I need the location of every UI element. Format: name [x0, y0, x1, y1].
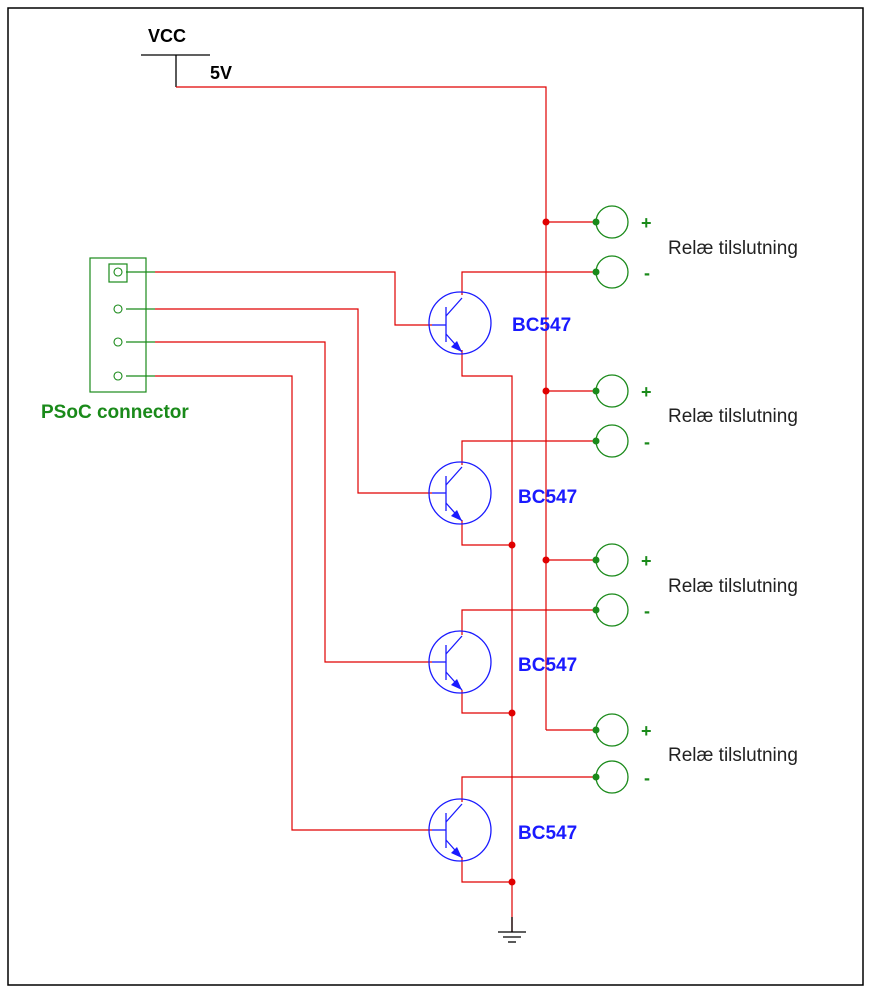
psoc-connector: PSoC connector: [41, 257, 189, 423]
relay-1-minus-label: -: [644, 263, 650, 283]
transistor-2-label: BC547: [518, 487, 577, 508]
transistor-1-label: BC547: [512, 315, 571, 336]
base-wires: [155, 271, 432, 831]
transistor-4: BC547: [428, 798, 577, 862]
relay-connection-4: + - Relæ tilslutning: [592, 713, 798, 794]
psoc-connector-label: PSoC connector: [41, 402, 189, 423]
transistor-3-label: BC547: [518, 655, 577, 676]
relay-2-minus-label: -: [644, 432, 650, 452]
vcc-supply: VCC 5V: [141, 26, 232, 87]
relay-3-minus-label: -: [644, 601, 650, 621]
relay-1-label: Relæ tilslutning: [668, 238, 798, 259]
vcc-rail: [176, 86, 596, 731]
relay-4-label: Relæ tilslutning: [668, 745, 798, 766]
relay-2-label: Relæ tilslutning: [668, 406, 798, 427]
collector-wires: [461, 271, 596, 802]
transistor-4-label: BC547: [518, 823, 577, 844]
relay-connection-1: + - Relæ tilslutning: [592, 205, 798, 289]
emitter-ground-bus: [461, 350, 516, 932]
relay-3-label: Relæ tilslutning: [668, 576, 798, 597]
schematic-frame: [7, 7, 864, 986]
relay-3-plus-label: +: [641, 551, 652, 571]
ground-icon: [498, 917, 526, 943]
vcc-voltage-label: 5V: [210, 63, 232, 83]
transistor-3: BC547: [428, 630, 577, 694]
relay-connection-2: + - Relæ tilslutning: [592, 374, 798, 458]
relay-2-plus-label: +: [641, 382, 652, 402]
relay-4-plus-label: +: [641, 721, 652, 741]
relay-1-plus-label: +: [641, 213, 652, 233]
transistor-1: BC547: [428, 291, 571, 355]
transistor-2: BC547: [428, 461, 577, 525]
relay-connection-3: + - Relæ tilslutning: [592, 543, 798, 627]
relay-4-minus-label: -: [644, 768, 650, 788]
vcc-label: VCC: [148, 26, 186, 46]
